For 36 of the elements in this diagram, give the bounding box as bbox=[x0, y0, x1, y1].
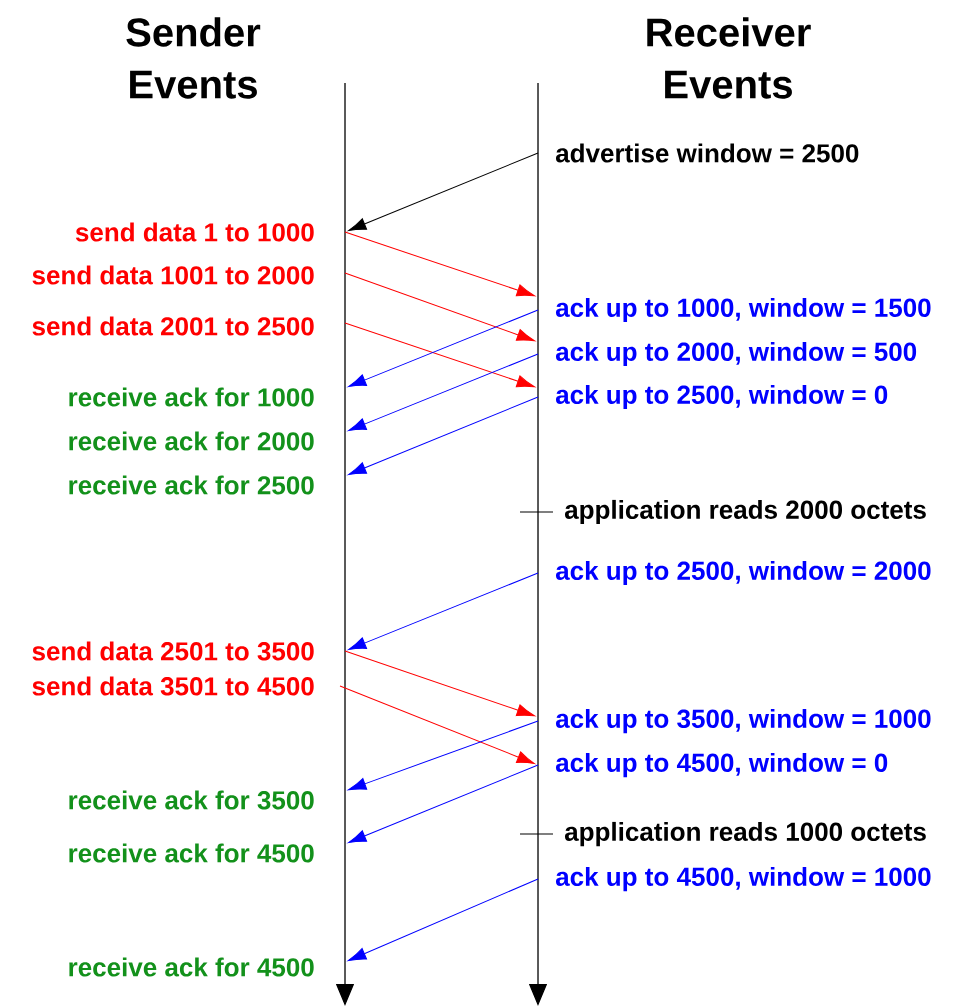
event-label: send data 2001 to 2500 bbox=[32, 316, 314, 336]
event-label: ack up to 2500, window = 0 bbox=[556, 384, 888, 410]
arrow bbox=[348, 353, 539, 432]
event-label: ack up to 4500, window = 0 bbox=[556, 752, 888, 778]
event-label: application reads 1000 octets bbox=[565, 821, 926, 847]
arrow bbox=[348, 720, 539, 791]
event-label: send data 1001 to 2000 bbox=[32, 265, 314, 285]
arrow bbox=[344, 322, 535, 388]
event-label: ack up to 2500, window = 2000 bbox=[556, 560, 931, 586]
arrow bbox=[348, 396, 539, 476]
event-label: receive ack for 2500 bbox=[69, 475, 314, 495]
event-label: ack up to 2000, window = 500 bbox=[556, 341, 917, 367]
column-heading: Receiver Events bbox=[647, 17, 811, 99]
arrow bbox=[348, 572, 539, 651]
arrow bbox=[344, 650, 535, 717]
event-label: application reads 2000 octets bbox=[565, 499, 926, 525]
event-label: receive ack for 2000 bbox=[69, 431, 314, 451]
arrow bbox=[344, 231, 535, 297]
arrow bbox=[348, 152, 539, 232]
event-label: ack up to 4500, window = 1000 bbox=[556, 866, 931, 892]
event-label: receive ack for 3500 bbox=[69, 790, 314, 810]
column-heading: Sender Events bbox=[126, 17, 261, 99]
event-label: ack up to 3500, window = 1000 bbox=[556, 708, 931, 734]
arrow bbox=[344, 272, 535, 342]
event-label: receive ack for 1000 bbox=[69, 387, 314, 407]
arrow bbox=[348, 878, 539, 961]
arrow bbox=[348, 764, 539, 844]
event-label: ack up to 1000, window = 1500 bbox=[556, 297, 931, 323]
arrow bbox=[339, 685, 535, 765]
event-label: receive ack for 4500 bbox=[69, 957, 314, 977]
event-label: send data 3501 to 4500 bbox=[32, 676, 314, 696]
event-label: send data 2501 to 3500 bbox=[32, 641, 314, 661]
event-label: send data 1 to 1000 bbox=[75, 222, 314, 242]
arrow bbox=[348, 309, 539, 388]
event-label: receive ack for 4500 bbox=[69, 843, 314, 863]
event-label: advertise window = 2500 bbox=[556, 143, 859, 163]
